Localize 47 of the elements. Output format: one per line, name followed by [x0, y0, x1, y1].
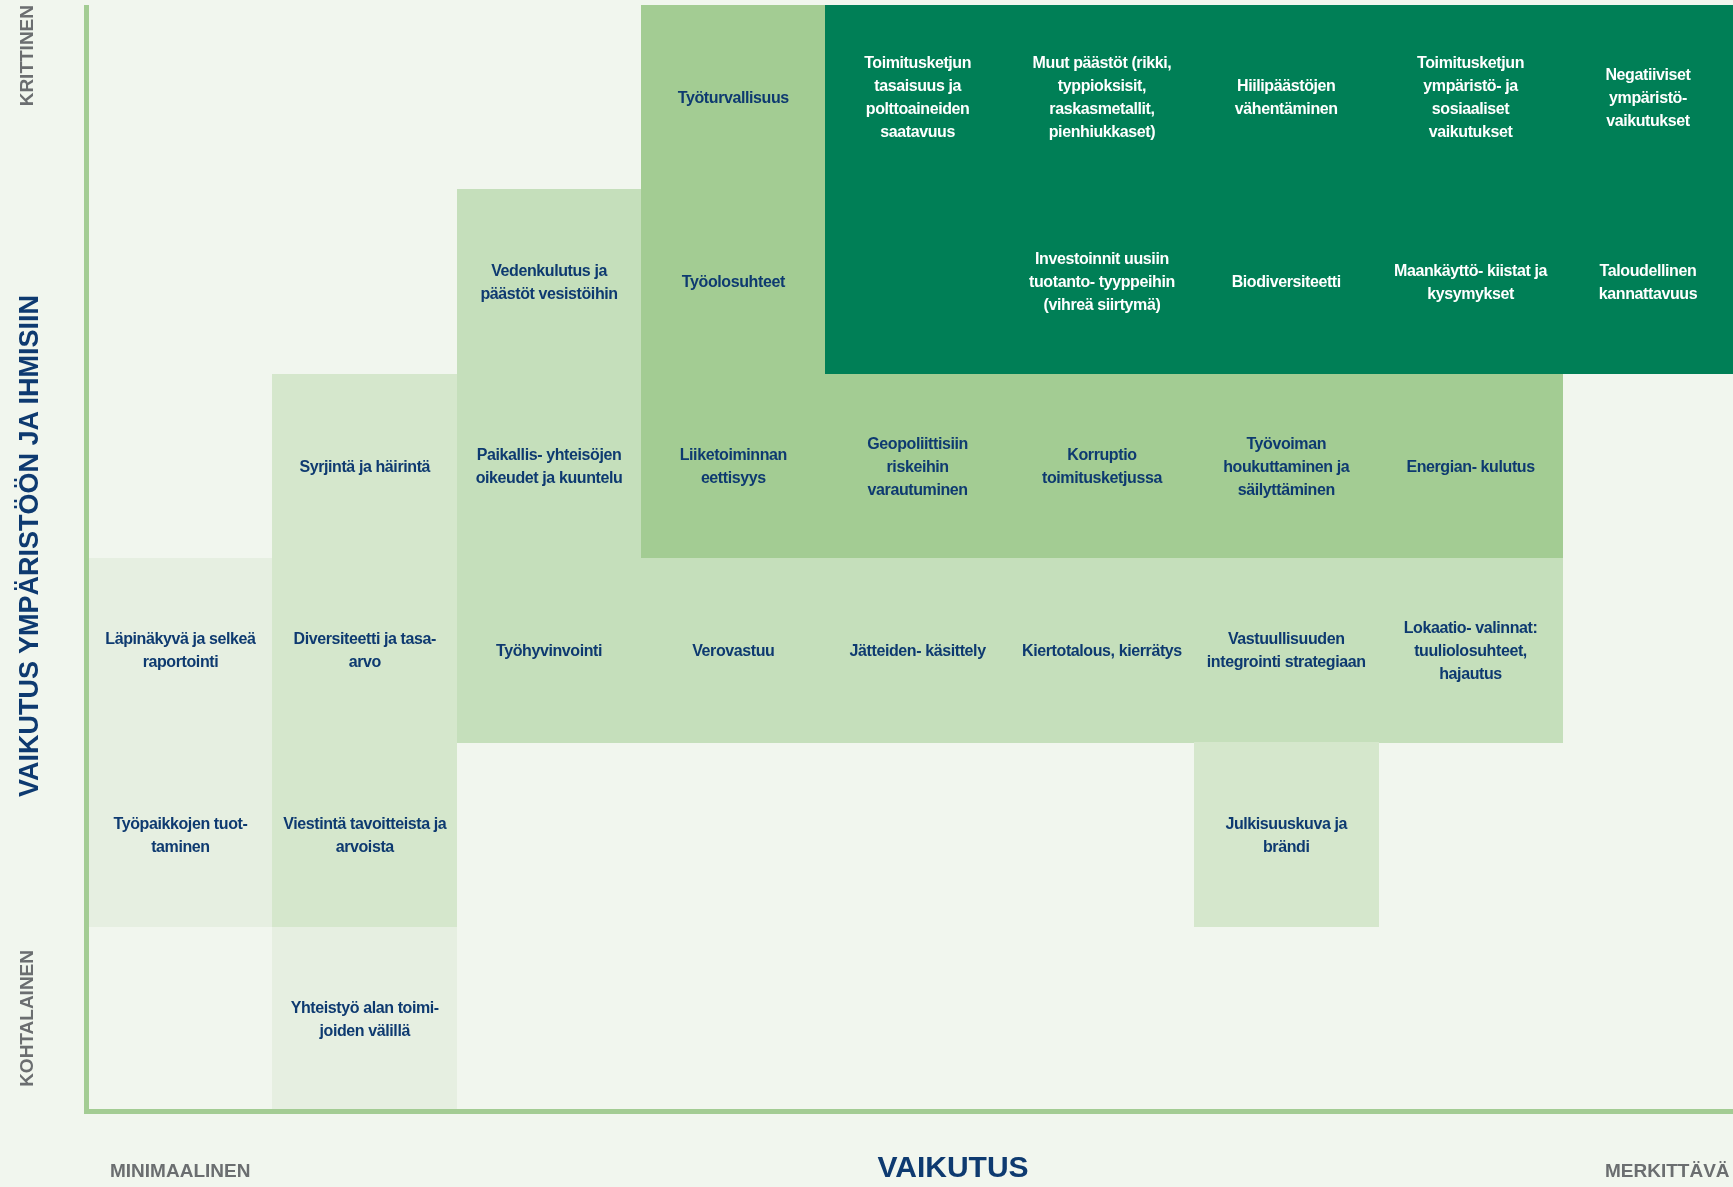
topic-label: Verovastuu — [692, 640, 775, 661]
matrix-cell — [1378, 373, 1563, 559]
topic-label: Toimitusketjun ympäristö- ja sosiaaliset vaikutukset — [1416, 53, 1526, 143]
topic-label: Biodiversiteetti — [1231, 272, 1341, 293]
matrix-cell — [272, 926, 458, 1112]
axis-label: MERKITTÄVÄ — [1605, 1160, 1730, 1182]
topic-label: Muut päästöt (rikki, typpioksisit, raskasmetallit, pienhiukkaset) — [1031, 53, 1173, 143]
topic-label: Maankäyttö- kiistat ja kysymykset — [1393, 260, 1549, 304]
topic-label: Työolosuhteet — [681, 272, 785, 293]
axis-label: VAIKUTUS YMPÄRISTÖÖN JA IHMISIIN — [14, 295, 45, 798]
topic-label: Vedenkulutus ja päästöt vesistöihin — [479, 260, 619, 304]
topic-label: Taloudellinen kannattavuus — [1597, 260, 1699, 304]
topic-label: Syrjintä ja häirintä — [299, 456, 431, 477]
topic-label: Investoinnit uusiin tuotanto- tyyppeihin (vihreä siirtymä) — [1028, 249, 1176, 316]
matrix-cell — [272, 742, 458, 928]
topic-label: Liiketoiminnan eettisyys — [678, 445, 788, 489]
matrix-cell — [456, 189, 642, 375]
topic-label: Toimitusketjun tasaisuus ja polttoaineiden saatavuus — [863, 53, 973, 143]
topic-label: Energian- kulutus — [1406, 456, 1535, 477]
topic-label: Työvoiman houkuttaminen ja säilyttäminen — [1222, 433, 1351, 500]
topic-label: Korruptio toimitusketjussa — [1041, 445, 1164, 489]
axis-label: KOHTALAINEN — [16, 950, 38, 1087]
topic-label: Geopoliittisiin riskeihin varautuminen — [866, 433, 969, 500]
topic-label: Yhteistyö alan toimi- joiden välillä — [289, 997, 440, 1041]
matrix-cell — [1378, 557, 1563, 743]
matrix-cell — [640, 5, 826, 190]
matrix-cell — [272, 373, 458, 559]
topic-label: Työturvallisuus — [677, 87, 789, 108]
topic-label: Jätteiden- käsittely — [849, 640, 986, 661]
topic-label: Kiertotalous, kierrätys — [1022, 640, 1182, 661]
topic-label: Paikallis- yhteisöjen oikeudet ja kuuntelu — [474, 445, 624, 489]
axis-label: MINIMAALINEN — [110, 1160, 251, 1182]
topic-label: Hiilipäästöjen vähentäminen — [1233, 76, 1339, 120]
axis-label: VAIKUTUS — [876, 1150, 1030, 1184]
axis-label: KRITTINEN — [16, 5, 38, 107]
topic-label: Työhyvinvointi — [495, 640, 603, 661]
topic-label: Negatiiviset ympäristö- vaikutukset — [1604, 64, 1692, 131]
topic-label: Lokaatio- valinnat: tuuliolosuhteet, hajautus — [1402, 617, 1539, 684]
topic-label: Viestintä tavoitteista ja arvoista — [282, 813, 448, 857]
matrix-cell — [88, 557, 273, 743]
matrix-cell — [1193, 742, 1379, 928]
topic-label: Työpaikkojen tuot- taminen — [112, 813, 249, 857]
topic-label: Vastuullisuuden integrointi strategiaan — [1205, 629, 1367, 673]
topic-label: Läpinäkyvä ja selkeä raportointi — [104, 629, 257, 673]
matrix-cell — [88, 742, 273, 928]
topic-label: Diversiteetti ja tasa-arvo — [292, 629, 437, 673]
topic-label: Julkisuuskuva ja brändi — [1224, 813, 1349, 857]
